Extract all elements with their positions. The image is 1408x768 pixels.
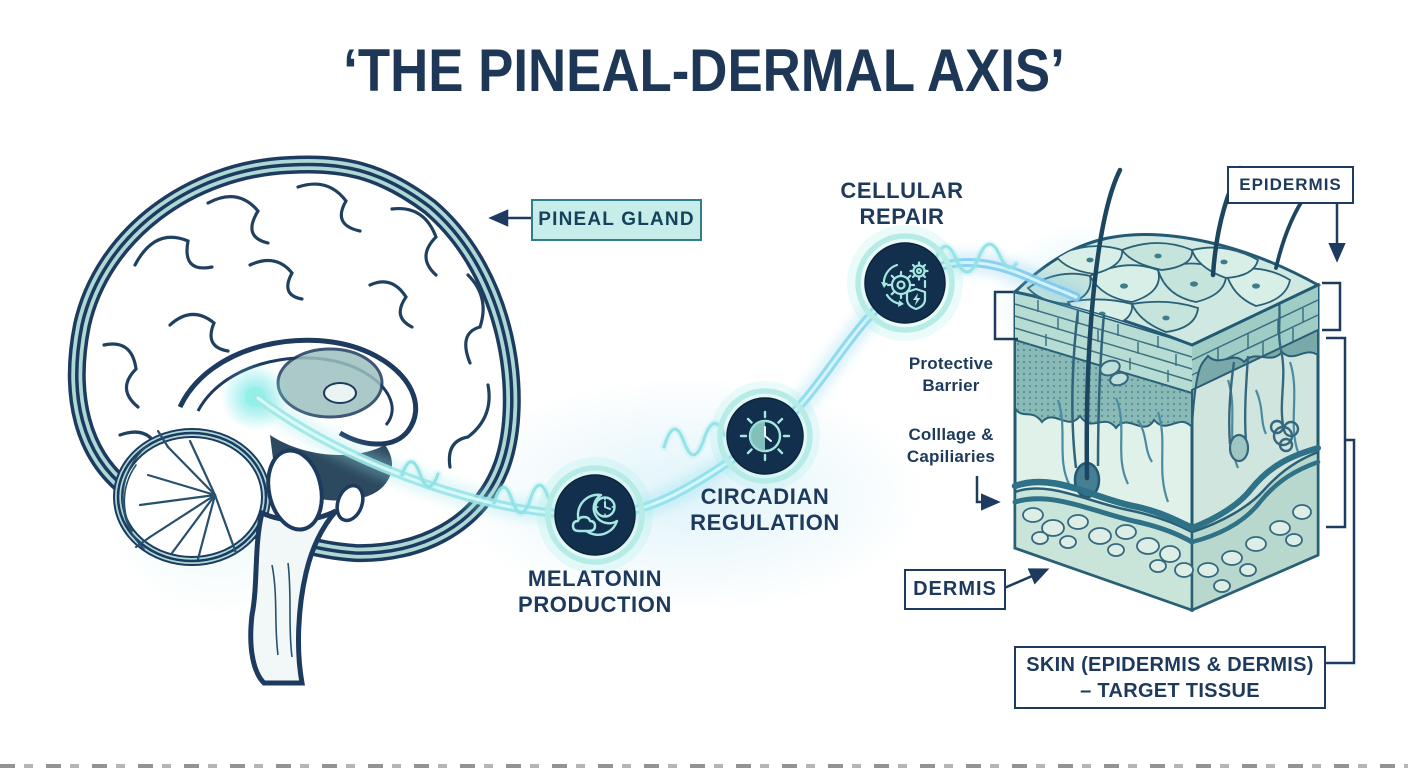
epidermis-label-box: EPIDERMIS — [1227, 166, 1354, 204]
gears-shield-icon — [881, 261, 929, 311]
signal-wave-squiggles — [398, 240, 1020, 517]
circadian-label: CIRCADIAN REGULATION — [690, 484, 840, 535]
melatonin-label: MELATONIN PRODUCTION — [518, 566, 672, 617]
moon-clock-icon — [571, 493, 619, 536]
brainstem — [248, 448, 365, 686]
pineal-gland-label-box: PINEAL GLAND — [531, 199, 702, 241]
pituitary-gland — [335, 483, 365, 523]
circadian-node — [710, 381, 820, 491]
skin-surface — [1011, 233, 1322, 347]
cellular-repair-node — [847, 225, 963, 341]
bottom-edge-artifact — [0, 764, 1408, 768]
cellular-repair-label: CELLULAR REPAIR — [840, 178, 964, 229]
target-tissue-connector — [1325, 438, 1356, 665]
collagen-capillaries-label: Colllage & Capiliaries — [906, 425, 996, 466]
annotation-lines — [488, 202, 1356, 665]
epidermis-bracket — [1322, 281, 1342, 332]
thalamus — [276, 347, 384, 419]
melatonin-node — [537, 457, 653, 573]
cerebellum — [113, 428, 271, 566]
protective-barrier-bracket — [993, 290, 1018, 341]
brain-illustration — [67, 155, 521, 686]
collagen-arrow — [975, 476, 1001, 511]
blood-vessels — [1011, 445, 1321, 545]
subcutaneous-fat-layer — [1013, 450, 1320, 612]
dermis-label-box: DERMIS — [904, 569, 1006, 610]
dermis-bracket — [1326, 336, 1347, 529]
clock-sun-icon — [739, 410, 791, 462]
pons — [266, 448, 324, 532]
protective-barrier-label: Protective Barrier — [908, 354, 994, 395]
page-title: ‘THE PINEAL-DERMAL AXIS’ — [343, 37, 1065, 104]
dermis-vessels — [1056, 361, 1300, 503]
skin-cross-section-illustration — [1011, 165, 1322, 613]
sweat-gland — [1228, 301, 1300, 463]
dermis-arrow — [1001, 568, 1050, 591]
arbor-vitae — [121, 429, 238, 561]
target-tissue-label-box: SKIN (EPIDERMIS & DERMIS) – TARGET TISSU… — [1014, 646, 1326, 709]
